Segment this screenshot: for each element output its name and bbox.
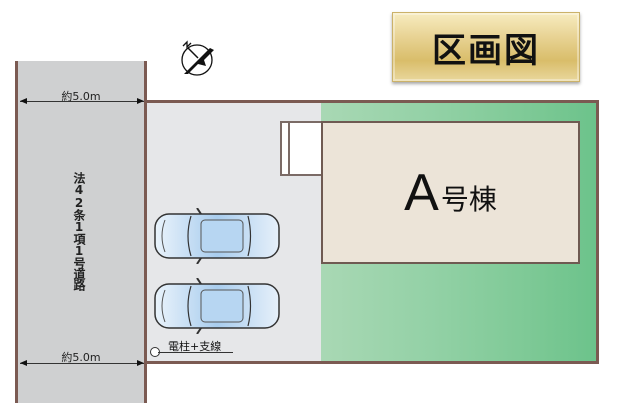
pole-leader-line (158, 352, 233, 353)
building-letter: A (404, 163, 439, 222)
title-plate: 区画図 (392, 12, 580, 82)
road-width-bottom: 約5.0m (61, 351, 101, 364)
car-icon (154, 208, 280, 264)
car-icon (154, 278, 280, 334)
road (15, 61, 147, 403)
road-width-top: 約5.0m (61, 90, 101, 103)
porch-divider (288, 121, 290, 176)
dimension-arrow-top (20, 98, 144, 104)
road-classification-label: 法42条1項1号道路 (72, 172, 86, 290)
building-suffix: 号棟 (440, 182, 497, 216)
utility-pole-label: 電柱+支線 (168, 340, 222, 353)
dimension-arrow-bottom (20, 360, 144, 366)
page-title: 区画図 (432, 30, 540, 71)
porch-box (280, 121, 322, 176)
building-a: A 号棟 (321, 121, 580, 264)
north-arrow-icon (176, 38, 216, 78)
